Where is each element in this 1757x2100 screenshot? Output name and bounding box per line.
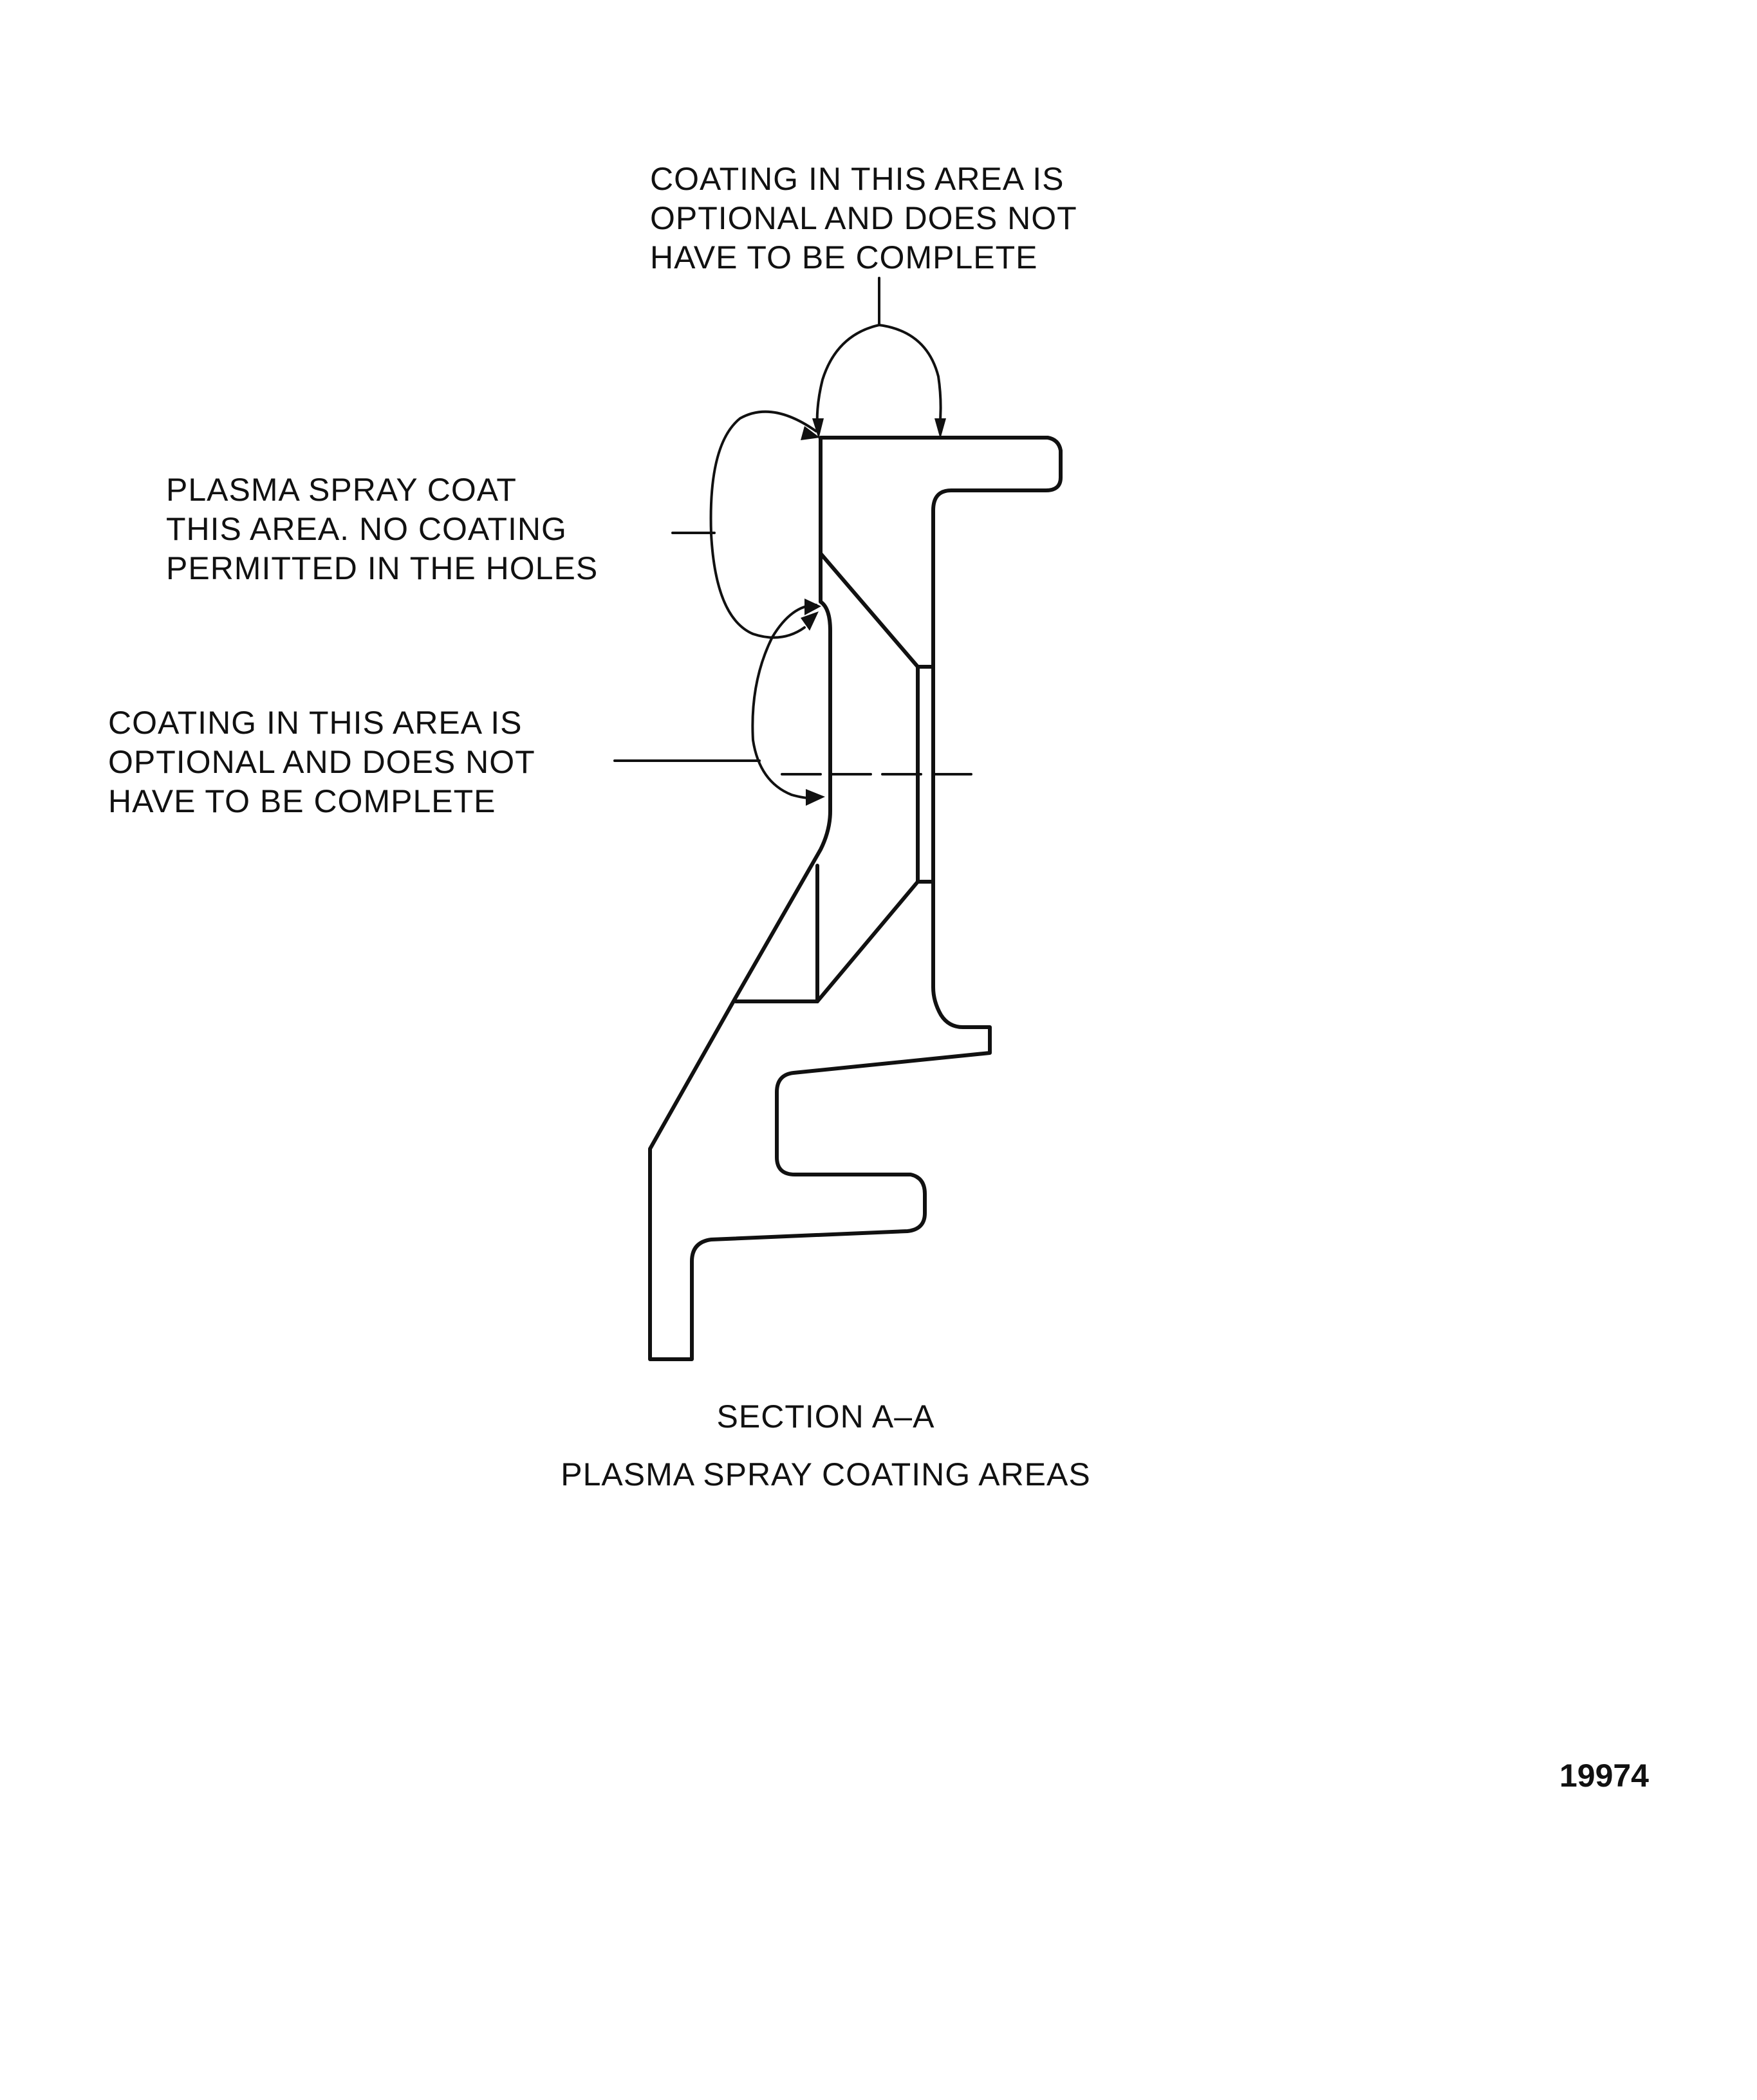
- callout-plasma-line-2: THIS AREA. NO COATING: [166, 511, 567, 547]
- callout-side-line-2: OPTIONAL AND DOES NOT: [108, 744, 535, 780]
- hole-upper-chamfer: [819, 552, 920, 669]
- callout-top-line-3: HAVE TO BE COMPLETE: [650, 239, 1038, 275]
- part-section: [648, 436, 1063, 1361]
- leader-side-optional: [613, 599, 825, 806]
- leader-top-arc-right: [878, 324, 942, 429]
- leader-top-optional: [812, 277, 946, 439]
- caption-section: SECTION A–A: [717, 1398, 935, 1435]
- part-outer-contour: [648, 436, 1063, 1361]
- callout-top-optional: COATING IN THIS AREA IS OPTIONAL AND DOE…: [650, 161, 1077, 275]
- callout-side-line-3: HAVE TO BE COMPLETE: [108, 783, 496, 819]
- callout-top-line-2: OPTIONAL AND DOES NOT: [650, 200, 1077, 236]
- leader-plasma-loop: [709, 410, 817, 639]
- figure-number: 19974: [1559, 1758, 1649, 1794]
- callout-side-line-1: COATING IN THIS AREA IS: [108, 705, 523, 741]
- leader-top-arrow-left: [812, 418, 824, 439]
- caption: SECTION A–A PLASMA SPRAY COATING AREAS: [561, 1398, 1091, 1492]
- callout-plasma-line-1: PLASMA SPRAY COAT: [166, 472, 517, 508]
- leader-side-arrow-top: [804, 599, 821, 615]
- leader-top-arc-left: [815, 324, 880, 429]
- callout-side-optional: COATING IN THIS AREA IS OPTIONAL AND DOE…: [108, 705, 535, 819]
- hole-lower-chamfer: [815, 880, 920, 1003]
- callout-top-line-1: COATING IN THIS AREA IS: [650, 161, 1064, 197]
- callout-plasma-spray: PLASMA SPRAY COAT THIS AREA. NO COATING …: [166, 472, 598, 586]
- caption-title: PLASMA SPRAY COATING AREAS: [561, 1456, 1091, 1492]
- leader-plasma-arrow-top: [801, 426, 820, 440]
- leader-plasma-spray: [671, 410, 820, 639]
- leader-side-arrow-bottom: [806, 789, 825, 806]
- leader-top-arrow-right: [934, 418, 946, 439]
- callout-plasma-line-3: PERMITTED IN THE HOLES: [166, 550, 598, 586]
- leader-plasma-arrow-bottom: [801, 611, 819, 631]
- leader-side-loop: [751, 604, 819, 800]
